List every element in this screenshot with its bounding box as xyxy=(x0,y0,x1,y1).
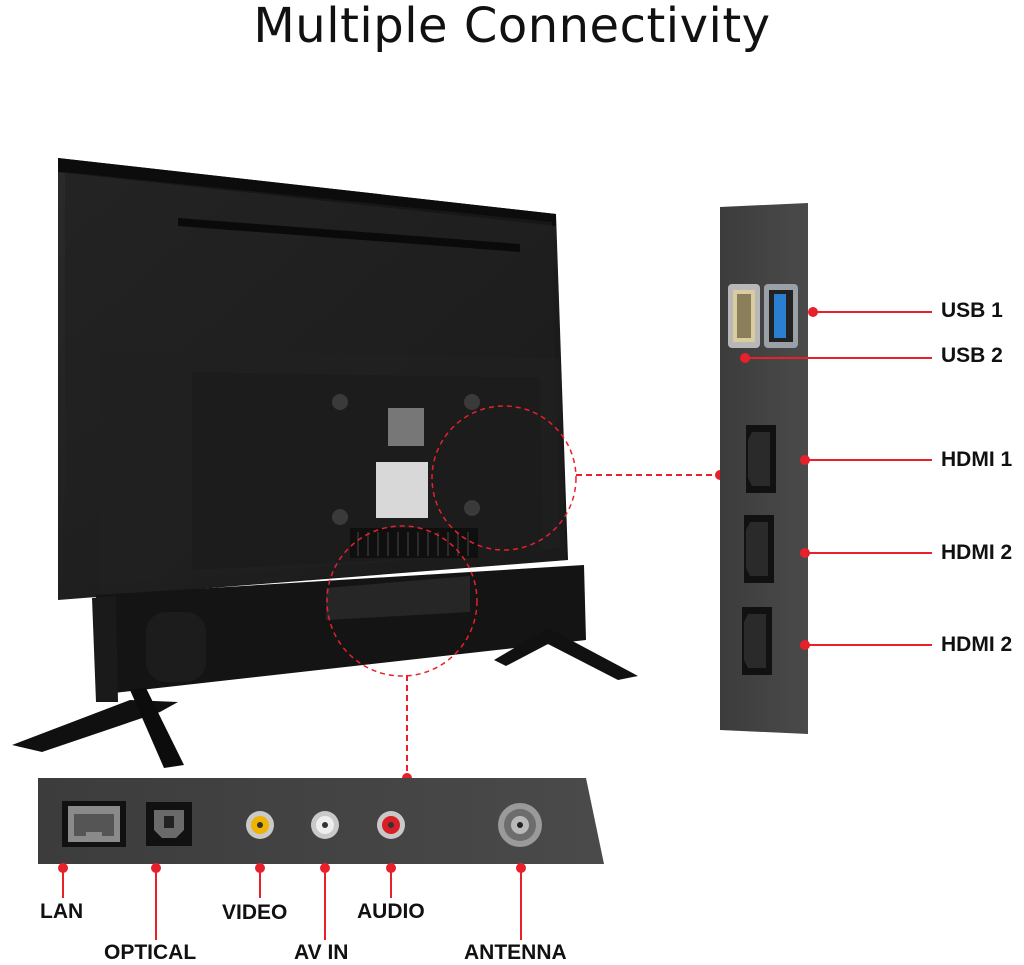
label-av-in: AV IN xyxy=(294,941,349,964)
label-hdmi-2: HDMI 2 xyxy=(941,541,1013,564)
lan-port-icon xyxy=(62,801,126,847)
label-lan: LAN xyxy=(40,900,84,923)
label-optical: OPTICAL xyxy=(104,941,197,964)
side-port-panel xyxy=(720,203,808,734)
rca-yellow-icon xyxy=(246,811,274,839)
label-hdmi-1: HDMI 1 xyxy=(941,448,1013,471)
page-title: Multiple Connectivity xyxy=(253,0,771,54)
optical-port-icon xyxy=(146,802,192,846)
label-usb-2: USB 2 xyxy=(941,344,1003,367)
label-video: VIDEO xyxy=(222,901,288,924)
side-callout-circle xyxy=(431,405,577,551)
label-hdmi-3: HDMI 2 xyxy=(941,633,1013,656)
hdmi-port-icon xyxy=(742,607,772,675)
label-audio: AUDIO xyxy=(357,900,425,923)
label-usb-1: USB 1 xyxy=(941,299,1003,322)
hdmi-port-icon xyxy=(746,425,776,493)
label-antenna: ANTENNA xyxy=(464,941,567,964)
tv-rear-image xyxy=(12,158,638,768)
bottom-callout-circle xyxy=(326,525,478,677)
coax-antenna-icon xyxy=(498,803,542,847)
rca-red-icon xyxy=(377,811,405,839)
bottom-port-panel xyxy=(38,778,604,864)
rca-white-icon xyxy=(311,811,339,839)
hdmi-port-icon xyxy=(744,515,774,583)
